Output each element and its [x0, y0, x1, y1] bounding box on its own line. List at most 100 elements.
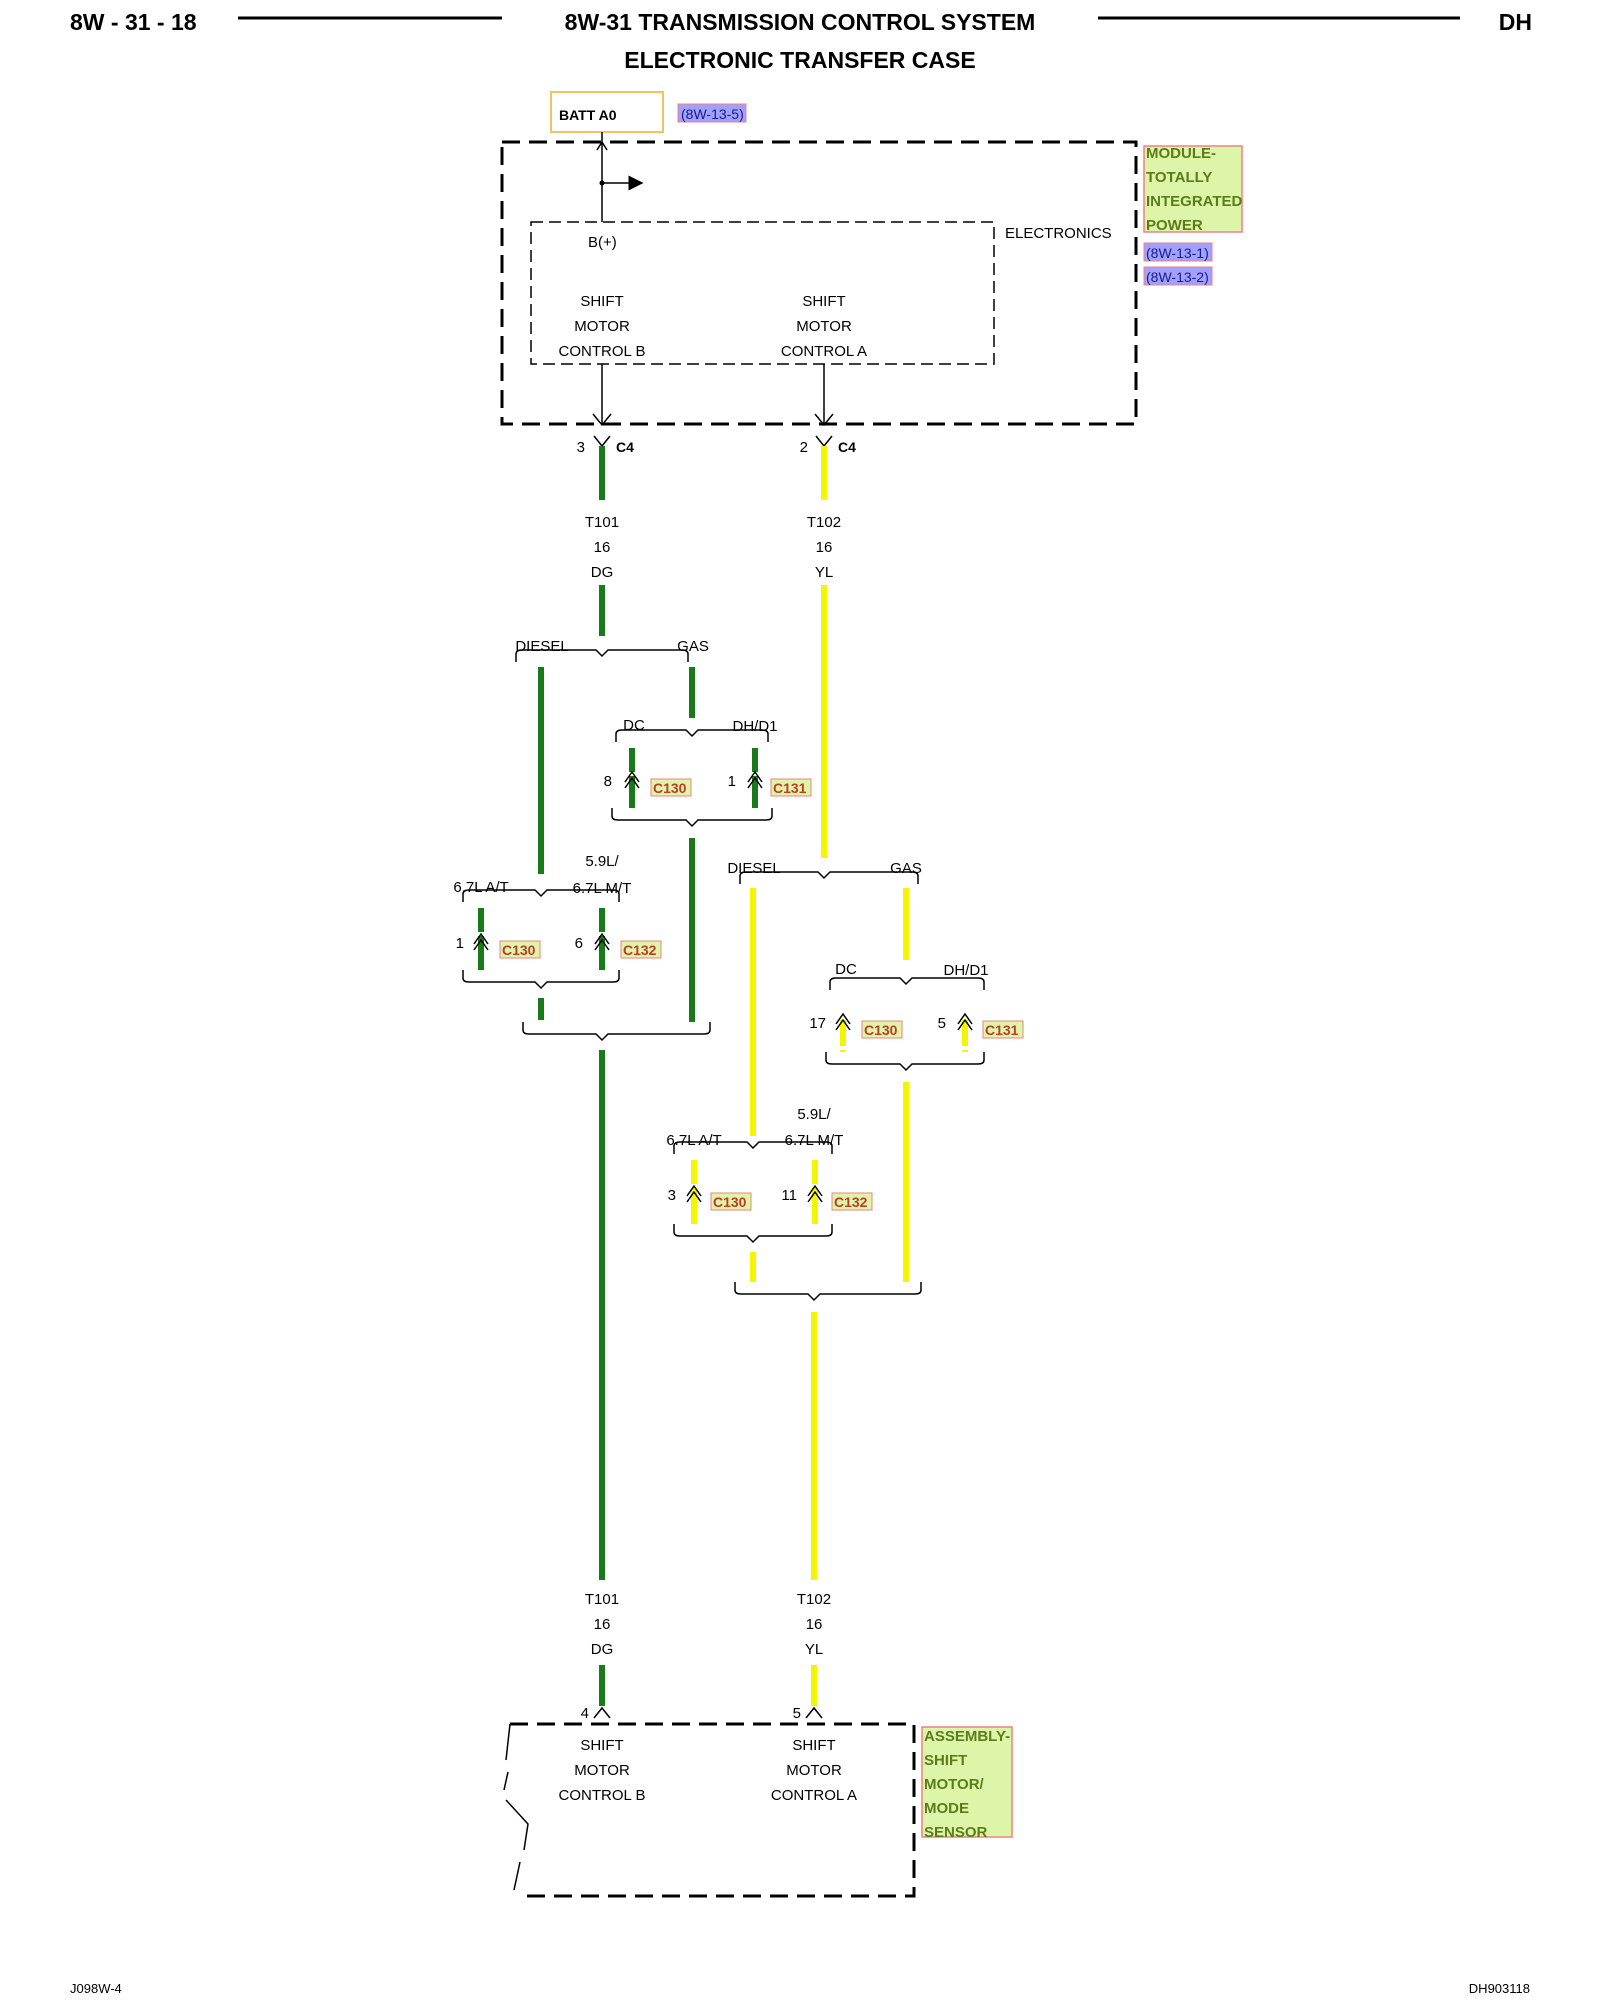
assembly-name-line1: ASSEMBLY- [924, 1728, 1010, 1745]
g-c130-at-connector-icon-2 [473, 938, 489, 951]
assembly-outline [510, 1722, 916, 1898]
y-c132-mt-badge[interactable] [831, 1192, 873, 1211]
g-c132-mt-connector-icon-2 [594, 938, 610, 951]
assembly-name-line5: SENSOR [924, 1824, 988, 1841]
y-c131-dh-name[interactable]: C131 [985, 1022, 1019, 1038]
g-c130-dc-name[interactable]: C130 [653, 780, 687, 796]
assembly-pin-a-connector-icon [805, 1706, 823, 1719]
g-merge-dc-dh [611, 808, 773, 828]
g-dc-label: DC [623, 717, 645, 734]
electronics-label: ELECTRONICS [1005, 225, 1112, 242]
y-c130-at-name[interactable]: C130 [713, 1194, 747, 1210]
module-pin-b-line2: MOTOR [574, 318, 630, 335]
assembly-pin-b-connector-icon [593, 1706, 611, 1719]
c4-pin-a-num: 2 [800, 439, 808, 456]
page-title: 8W-31 TRANSMISSION CONTROL SYSTEM [565, 9, 1036, 35]
y-c132-mt-name[interactable]: C132 [834, 1194, 868, 1210]
batt-box [550, 91, 664, 133]
t101-top-color: DG [591, 564, 614, 581]
batt-ref[interactable]: (8W-13-5) [681, 106, 744, 122]
y-split-at-mt [673, 1141, 833, 1154]
y-c130-at-connector-icon-2 [686, 1190, 702, 1203]
assembly-pin-b-line3: CONTROL B [559, 1787, 646, 1804]
y-c130-dc-connector-icon-2 [835, 1018, 851, 1031]
assembly-pin-b-num: 4 [581, 1705, 589, 1722]
t101-bottom-color: DG [591, 1641, 614, 1658]
assembly-pin-b-line2: MOTOR [574, 1762, 630, 1779]
g-diesel-label: DIESEL [515, 638, 568, 655]
y-67mt-label: 6.7L M/T [785, 1132, 844, 1149]
g-c131-dh-connector-icon [747, 770, 763, 783]
module-pin-b-arrow-icon [592, 413, 612, 427]
g-merge-diesel-gas [522, 1022, 711, 1042]
module-outline [500, 140, 1138, 426]
t101-top-gauge: 16 [594, 539, 611, 556]
t102-top-gauge: 16 [816, 539, 833, 556]
g-c131-dh-name[interactable]: C131 [773, 780, 807, 796]
t102-bottom-circuit: T102 [797, 1591, 831, 1608]
module-pin-a-arrow-icon [814, 413, 834, 427]
module-pin-b-line1: SHIFT [580, 293, 623, 310]
module-name-line3: INTEGRATED [1146, 193, 1243, 210]
g-c132-mt-connector-icon [594, 932, 610, 945]
electronics-outline [530, 221, 995, 365]
assembly-break-line [503, 1723, 529, 1891]
g-67mt-label: 6.7L M/T [573, 880, 632, 897]
module-pin-a-line1: SHIFT [802, 293, 845, 310]
module-pin-a-line3: CONTROL A [781, 343, 867, 360]
y-67at-label: 6.7L A/T [666, 1132, 721, 1149]
c4-pin-a-connector-icon [815, 435, 833, 448]
g-gas-label: GAS [677, 638, 709, 655]
module-name-line4: POWER [1146, 217, 1203, 234]
g-c130-at-pin: 1 [456, 935, 464, 952]
g-c130-dc-connector-icon [624, 770, 640, 783]
module-name-badge [1143, 145, 1243, 233]
t102-bottom-color: YL [805, 1641, 823, 1658]
g-c132-mt-badge[interactable] [620, 940, 662, 959]
batt-label: BATT A0 [559, 107, 617, 123]
y-c131-dh-connector-icon [957, 1012, 973, 1025]
g-c130-dc-badge[interactable] [650, 778, 692, 797]
t101-top-circuit: T101 [585, 514, 619, 531]
assembly-name-badge [921, 1726, 1013, 1838]
g-c130-at-connector-icon [473, 932, 489, 945]
g-c130-at-badge[interactable] [499, 940, 541, 959]
module-ref2[interactable]: (8W-13-2) [1146, 269, 1209, 285]
c4-pin-b-num: 3 [577, 439, 585, 456]
g-c131-dh-badge[interactable] [770, 778, 812, 797]
y-c130-dc-connector-icon [835, 1012, 851, 1025]
t102-top-circuit: T102 [807, 514, 841, 531]
y-gas-label: GAS [890, 860, 922, 877]
module-ref1-badge[interactable] [1143, 242, 1213, 262]
assembly-pin-a-num: 5 [793, 1705, 801, 1722]
y-c132-mt-connector-icon [807, 1184, 823, 1197]
y-c130-at-pin: 3 [668, 1187, 676, 1204]
y-c130-dc-name[interactable]: C130 [864, 1022, 898, 1038]
y-c130-dc-pin: 17 [809, 1015, 826, 1032]
y-c130-dc-badge[interactable] [861, 1020, 903, 1039]
y-c130-at-badge[interactable] [710, 1192, 752, 1211]
y-59-label: 5.9L/ [797, 1106, 831, 1123]
y-split-diesel-gas [739, 871, 919, 884]
assembly-name-line2: SHIFT [924, 1752, 967, 1769]
module-ref1[interactable]: (8W-13-1) [1146, 245, 1209, 261]
g-split-at-mt [462, 889, 620, 902]
module-pin-a-line2: MOTOR [796, 318, 852, 335]
t102-top-color: YL [815, 564, 833, 581]
y-merge-at-mt [673, 1224, 833, 1244]
y-c131-dh-badge[interactable] [982, 1020, 1024, 1039]
batt-ref-badge[interactable] [677, 103, 747, 123]
g-dhd1-label: DH/D1 [732, 718, 777, 735]
module-ref2-badge[interactable] [1143, 266, 1213, 286]
footer-right: DH903118 [1469, 1981, 1530, 1996]
page-subtitle: ELECTRONIC TRANSFER CASE [624, 47, 975, 73]
g-c130-at-name[interactable]: C130 [502, 942, 536, 958]
header-code: DH [1499, 9, 1532, 35]
c4-pin-b-name: C4 [616, 439, 634, 455]
g-c131-dh-pin: 1 [728, 773, 736, 790]
y-merge-diesel-gas [734, 1282, 922, 1302]
y-split-dc-dh [829, 977, 985, 990]
g-c131-dh-connector-icon-2 [747, 776, 763, 789]
g-c132-mt-name[interactable]: C132 [623, 942, 657, 958]
